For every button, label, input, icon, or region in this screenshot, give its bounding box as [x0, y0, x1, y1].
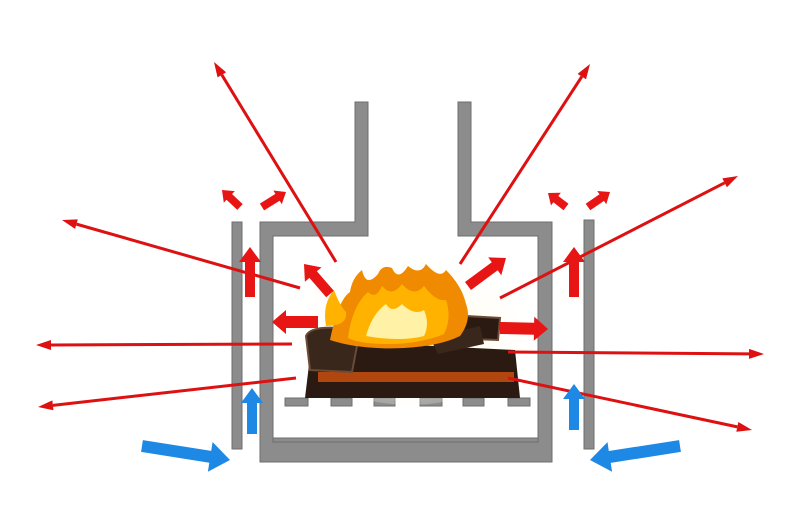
- hot-air-arrow: [304, 264, 334, 298]
- ember-bed: [318, 372, 514, 382]
- log-pile: [305, 340, 520, 398]
- flame-core: [366, 304, 427, 339]
- radiant-heat-arrow: [507, 348, 764, 359]
- hot-air-arrow: [239, 247, 261, 297]
- ash-pit: [272, 437, 539, 443]
- radiant-heat-arrow: [458, 64, 590, 265]
- grate-bar: [462, 397, 485, 407]
- radiant-heat-arrow: [214, 62, 338, 263]
- firebox-wall: [259, 101, 553, 463]
- cold-air-arrow: [241, 388, 263, 434]
- cold-air-arrow: [563, 384, 585, 430]
- hot-air-arrows: [222, 190, 610, 341]
- grate-bar: [330, 397, 353, 407]
- radiant-heat-arrow: [499, 176, 738, 300]
- hot-air-arrow: [499, 316, 548, 341]
- hot-air-arrow: [272, 310, 318, 334]
- fire-icon: [290, 255, 530, 405]
- radiant-heat-arrow: [62, 219, 301, 290]
- flame-tongue: [325, 290, 347, 326]
- hot-air-arrow: [222, 190, 243, 210]
- radiant-heat-arrow: [38, 376, 297, 411]
- outer-jacket-right: [583, 219, 595, 450]
- outer-jacket-left: [231, 221, 243, 450]
- cold-air-intake-arrows: [141, 384, 681, 472]
- hot-air-arrow: [585, 191, 610, 211]
- radiant-heat-arrow: [507, 376, 752, 432]
- flames: [325, 264, 468, 349]
- radiant-heat-arrow: [36, 339, 293, 350]
- hot-air-arrow: [465, 257, 506, 290]
- hot-air-arrow: [563, 247, 585, 297]
- grate-bar: [507, 397, 531, 407]
- hot-air-arrow: [259, 190, 286, 211]
- grate-bar: [284, 397, 309, 407]
- cold-air-arrow: [141, 440, 230, 472]
- hot-air-arrow: [548, 192, 569, 211]
- cold-air-arrow: [590, 440, 681, 472]
- log: [430, 326, 484, 354]
- radiant-heat-arrows: [36, 62, 764, 432]
